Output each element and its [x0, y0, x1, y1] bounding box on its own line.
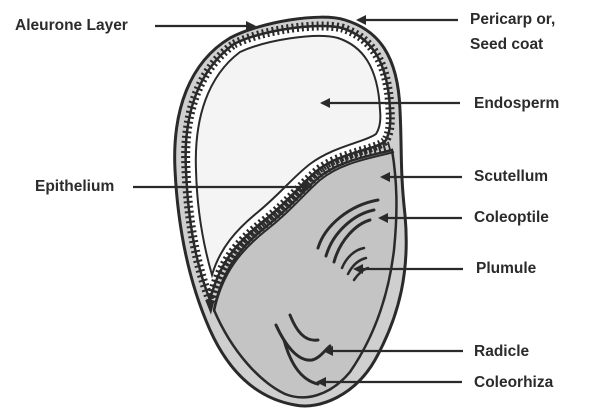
label-aleurone-layer: Aleurone Layer — [15, 17, 128, 34]
label-pericarp-line2: Seed coat — [470, 36, 544, 53]
endosperm-region — [194, 35, 382, 279]
label-endosperm: Endosperm — [474, 95, 560, 112]
label-radicle: Radicle — [474, 343, 530, 360]
label-epithelium: Epithelium — [35, 178, 115, 195]
aleurone-stripes — [181, 21, 395, 315]
coleoptile-arcs — [316, 198, 380, 264]
leader-lines — [133, 15, 463, 387]
epithelium-layer — [207, 141, 392, 304]
label-plumule: Plumule — [476, 260, 537, 277]
epithelium-inner-line — [213, 151, 395, 313]
label-coleoptile: Coleoptile — [474, 209, 549, 226]
embryo-region — [212, 148, 398, 399]
label-scutellum: Scutellum — [474, 168, 549, 185]
label-coleorhiza: Coleorhiza — [474, 374, 554, 391]
label-pericarp-line1: Pericarp or, — [470, 11, 556, 28]
